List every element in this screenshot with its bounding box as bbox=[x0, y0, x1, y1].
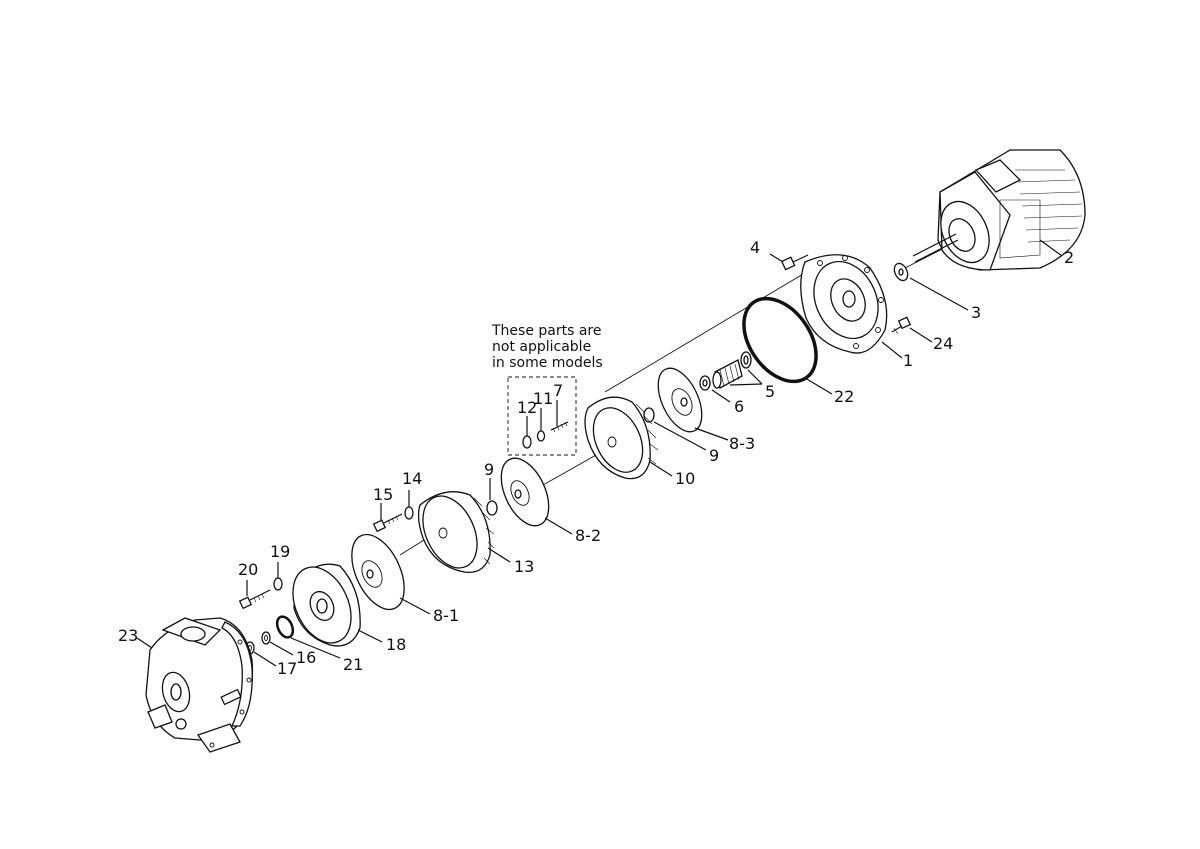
applicability-note: These parts are not applicable in some m… bbox=[491, 323, 603, 371]
washer-14 bbox=[404, 490, 414, 520]
bolt-24 bbox=[891, 316, 933, 343]
callout-9-upper: 9 bbox=[709, 446, 719, 465]
callout-5: 5 bbox=[765, 382, 775, 401]
callout-21: 21 bbox=[343, 655, 363, 674]
callout-15: 15 bbox=[373, 485, 393, 504]
callout-1: 1 bbox=[903, 351, 913, 370]
bolt-20 bbox=[238, 580, 271, 610]
callout-17: 17 bbox=[277, 659, 297, 678]
note-line-2: not applicable bbox=[492, 339, 591, 355]
callout-20: 20 bbox=[238, 560, 258, 579]
spacer-9-lower bbox=[486, 478, 498, 516]
callout-9-lower: 9 bbox=[484, 460, 494, 479]
impeller-8-2 bbox=[500, 457, 573, 535]
o-ring-21 bbox=[275, 615, 341, 659]
callout-18: 18 bbox=[386, 635, 406, 654]
callout-24: 24 bbox=[933, 334, 953, 353]
callout-8-2: 8-2 bbox=[575, 526, 601, 545]
washer-19 bbox=[273, 562, 283, 591]
washer-16 bbox=[261, 631, 294, 656]
callout-14: 14 bbox=[402, 469, 422, 488]
callout-4: 4 bbox=[750, 238, 760, 257]
ring-6 bbox=[699, 375, 731, 403]
callout-2: 2 bbox=[1064, 248, 1074, 267]
stage-casing-13 bbox=[417, 491, 511, 574]
callout-11: 11 bbox=[533, 389, 553, 408]
callout-13: 13 bbox=[514, 557, 534, 576]
optional-parts-box bbox=[507, 376, 577, 456]
stage-casing-10 bbox=[584, 396, 673, 480]
motor bbox=[912, 149, 1086, 271]
callout-labels: 1 2 3 4 5 6 7 8-3 9 9 10 11 12 8-2 13 14… bbox=[118, 238, 1074, 678]
bracket-1 bbox=[800, 254, 903, 359]
callout-7: 7 bbox=[553, 381, 563, 400]
o-ring-22 bbox=[742, 296, 833, 395]
callout-22: 22 bbox=[834, 387, 854, 406]
suction-cover-18 bbox=[292, 563, 383, 647]
pump-casing-23 bbox=[136, 617, 254, 753]
callout-3: 3 bbox=[971, 303, 981, 322]
bolt-4 bbox=[769, 253, 809, 271]
washer-3 bbox=[893, 262, 969, 311]
mechanical-seal-5 bbox=[712, 351, 763, 389]
callout-23: 23 bbox=[118, 626, 138, 645]
note-line-3: in some models bbox=[492, 355, 603, 371]
impeller-8-3 bbox=[657, 367, 729, 441]
callout-10: 10 bbox=[675, 469, 695, 488]
callout-12: 12 bbox=[517, 398, 537, 417]
nut-12 bbox=[522, 416, 532, 449]
washer-11 bbox=[536, 408, 546, 442]
callout-8-3: 8-3 bbox=[729, 434, 755, 453]
callout-16: 16 bbox=[296, 648, 316, 667]
callout-6: 6 bbox=[734, 397, 744, 416]
stud-7 bbox=[550, 400, 569, 433]
callout-19: 19 bbox=[270, 542, 290, 561]
impeller-8-1 bbox=[351, 533, 431, 615]
callout-8-1: 8-1 bbox=[433, 606, 459, 625]
note-line-1: These parts are bbox=[491, 323, 602, 339]
bolt-15 bbox=[372, 503, 403, 533]
